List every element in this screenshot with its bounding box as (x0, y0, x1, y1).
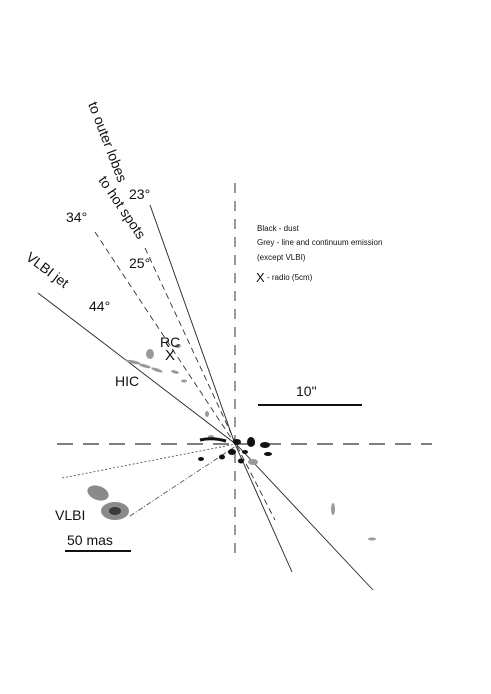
emission-blob (171, 370, 179, 374)
line-hot-spots (144, 247, 238, 447)
vlbi-connector-lower (129, 445, 237, 517)
label-vlbi-jet: VLBI jet (23, 249, 72, 291)
dust-filament (199, 437, 227, 443)
dust-blob (198, 457, 204, 461)
label-vlbi: VLBI (55, 507, 85, 523)
grey-emission-regions (125, 344, 376, 541)
dust-blob (238, 458, 244, 464)
label-rc: RC (160, 334, 180, 350)
label-hic: HIC (115, 373, 139, 389)
rc-radio-marker: X (165, 347, 175, 364)
vlbi-outer-component (87, 485, 109, 501)
line-vlbi-jet (37, 292, 238, 446)
label-angle-23: 23° (129, 186, 150, 202)
legend-except-vlbi: (except VLBI) (257, 253, 306, 262)
vlbi-connector-upper (61, 443, 237, 479)
line-outer-lobes-extension (234, 443, 293, 573)
black-dust-regions (198, 437, 272, 464)
emission-blob (368, 537, 376, 541)
emission-blob (181, 379, 187, 383)
vlbi-inner-component-core (109, 507, 121, 515)
dust-blob (264, 452, 272, 456)
emission-blob (331, 503, 335, 515)
dust-blob (242, 450, 248, 454)
label-to-hot-spots: to hot spots (96, 173, 150, 242)
legend-dust: Black - dust (257, 224, 300, 233)
line-34-degree (94, 231, 236, 445)
emission-blob (151, 367, 163, 373)
dust-blob (219, 454, 225, 460)
emission-blob (175, 344, 181, 348)
line-hot-spots-extension (236, 445, 276, 521)
dust-blob (247, 437, 255, 447)
label-angle-25: 25° (129, 255, 150, 271)
legend-radio-marker: X (256, 270, 265, 285)
dust-blob (260, 442, 270, 448)
label-to-outer-lobes: to outer lobes (85, 99, 130, 184)
legend-radio-text: - radio (5cm) (267, 273, 313, 282)
emission-blob (146, 349, 154, 359)
label-angle-44: 44° (89, 298, 110, 314)
legend: Black - dust Grey - line and continuum e… (256, 224, 382, 285)
dust-blob (233, 439, 241, 445)
label-angle-34: 34° (66, 209, 87, 225)
emission-blob (248, 459, 258, 465)
legend-emission: Grey - line and continuum emission (257, 238, 382, 247)
emission-blob (125, 359, 141, 365)
line-outer-lobes (149, 204, 236, 445)
emission-blob (139, 363, 151, 369)
label-scale-10arcsec: 10" (296, 383, 317, 399)
emission-blob (205, 411, 209, 417)
line-vlbi-jet-extension (236, 444, 374, 591)
label-scale-50mas: 50 mas (67, 532, 113, 548)
dust-blob (228, 449, 236, 455)
